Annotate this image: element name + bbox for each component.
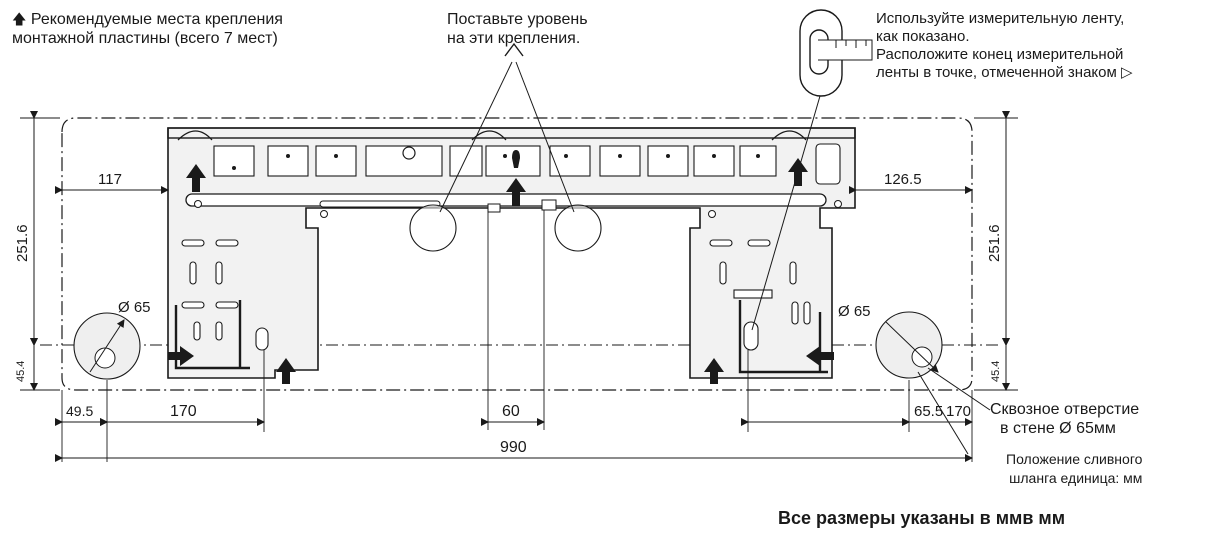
tape-ruler-ticks	[835, 40, 867, 48]
note-drain-line2: шланга единица: мм	[1009, 470, 1143, 486]
wall-hole-left-diameter	[89, 319, 125, 373]
note-recommended-line1: Рекомендуемые места крепления	[30, 11, 283, 28]
right-leg-slots	[709, 239, 811, 351]
keyhole-marker	[512, 150, 520, 168]
plate-long-slot	[185, 193, 827, 207]
dim-60-label: 60	[502, 403, 520, 420]
note-level: Поставьте уровень на эти крепления.	[447, 10, 588, 48]
keyhole-center	[402, 146, 416, 160]
note-recommended: 🡅 Рекомендуемые места крепления монтажно…	[12, 10, 283, 48]
dim-small-right-label: 45.4	[990, 361, 1002, 382]
mount-arrows	[168, 158, 834, 384]
left-leg-slots	[181, 239, 269, 351]
hole-dia-right-label: Ø 65	[838, 303, 871, 320]
note-level-line2: на эти крепления.	[447, 30, 581, 47]
triangle-marker-icon: ▷	[1121, 64, 1133, 81]
note-drain-line1: Положение сливного	[1006, 451, 1143, 467]
mounting-plate	[167, 127, 856, 379]
plate-holes	[232, 154, 760, 170]
note-recommended-line2: монтажной пластины (всего 7 мест)	[12, 30, 278, 47]
dim-117-label: 117	[98, 171, 122, 188]
wall-hole-left-inner	[94, 347, 116, 369]
leader-hole-right	[927, 367, 991, 411]
plate-top-rail	[167, 127, 856, 139]
plate-center-slot	[319, 200, 441, 208]
dim-49-5-label: 49.5	[66, 403, 93, 419]
note-tape-line2: как показано.	[876, 28, 970, 45]
note-level-line1: Поставьте уровень	[447, 11, 588, 28]
wall-hole-right	[875, 311, 943, 379]
tape-pull-line	[751, 95, 821, 331]
level-circle-left	[409, 204, 457, 252]
note-tape-line1: Используйте измерительную ленту,	[876, 10, 1125, 27]
note-hole: Сквозное отверстие в стене Ø 65мм	[990, 400, 1139, 438]
unit-outline	[61, 117, 973, 391]
dim-990-label: 990	[500, 439, 527, 456]
wall-hole-right-diameter	[885, 321, 939, 373]
up-arrow-icon: 🡅	[12, 11, 27, 27]
plate-hole-left	[194, 200, 202, 208]
dim-height-right-label: 251.6	[986, 224, 1003, 262]
note-hole-line1: Сквозное отверстие	[990, 401, 1140, 418]
dim-170-left-label: 170	[170, 403, 197, 420]
leader-level-right	[515, 61, 575, 213]
dim-65-5-label: 65.5	[914, 403, 943, 420]
leader-drain-right	[917, 371, 969, 455]
plate-hole-mid	[320, 210, 328, 218]
note-tape-line3: Расположите конец измерительной	[876, 46, 1124, 63]
note-tape-line4: ленты в точке, отмеченной знаком	[876, 64, 1117, 81]
dim-height-left-label: 251.6	[14, 224, 31, 262]
level-slot-right	[541, 199, 557, 211]
note-hole-line2: в стене Ø 65мм	[1000, 420, 1116, 437]
leader-level-tip	[504, 42, 524, 57]
level-slot-left	[487, 203, 501, 213]
left-leg-frame	[174, 300, 250, 370]
footer-note: Все размеры указаны в ммв мм	[778, 508, 1066, 528]
level-circle-right	[554, 204, 602, 252]
top-clips	[177, 130, 807, 141]
dim-170-right-label: 170	[946, 403, 971, 420]
note-drain: Положение сливного шланга единица: мм	[1006, 450, 1142, 488]
plate-hole-far-right	[834, 200, 842, 208]
note-tape: Используйте измерительную ленту, как пок…	[876, 10, 1133, 82]
tape-ruler	[818, 39, 873, 61]
dim-small-left-label: 45.4	[15, 361, 27, 382]
hole-dia-left-label: Ø 65	[118, 299, 151, 316]
dim-126-5-label: 126.5	[884, 171, 922, 188]
plate-hole-right	[708, 210, 716, 218]
